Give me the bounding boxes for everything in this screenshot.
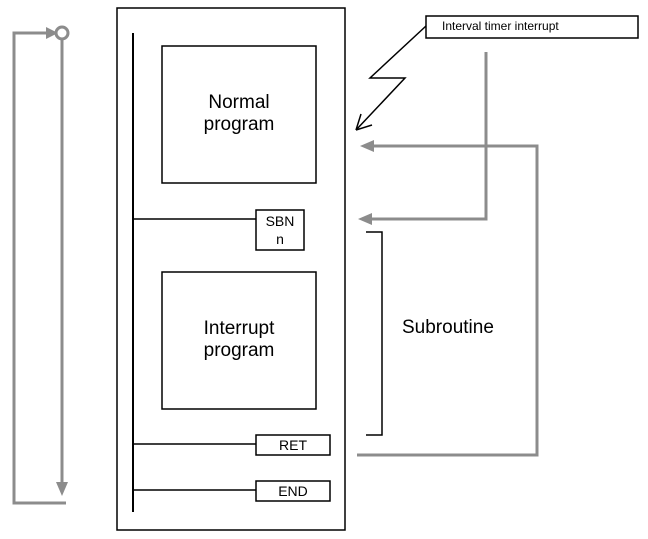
interrupt-jump-arrow: [358, 52, 488, 225]
interrupt-lightning-arrow: [355, 25, 427, 131]
normal-program-line1: Normal: [208, 92, 270, 113]
interrupt-callout-label: Interval timer interrupt: [442, 19, 559, 33]
subroutine-label: Subroutine: [402, 317, 494, 338]
end-instruction-box: [255, 480, 331, 502]
sbn-label: SBN: [265, 213, 295, 229]
interrupt-program-line2: program: [203, 340, 275, 361]
interrupt-program-title: Interrupt program: [162, 318, 316, 362]
interrupt-program-block: [161, 271, 317, 410]
program-frame: [116, 7, 346, 531]
normal-program-title: Normal program: [162, 92, 316, 136]
sbn-instruction-box: [255, 209, 305, 251]
sbn-argument: n: [276, 231, 284, 247]
ret-instruction-box: [255, 434, 331, 456]
cycle-start-circle: [54, 25, 70, 41]
normal-program-block: [161, 45, 317, 184]
return-arrow: [357, 140, 539, 457]
ret-label: RET: [279, 437, 307, 453]
end-label: END: [278, 483, 308, 499]
subroutine-bracket: [366, 231, 383, 436]
normal-program-line2: program: [203, 114, 275, 135]
interrupt-program-line1: Interrupt: [203, 318, 275, 339]
scan-cycle-loop: [12, 27, 68, 505]
